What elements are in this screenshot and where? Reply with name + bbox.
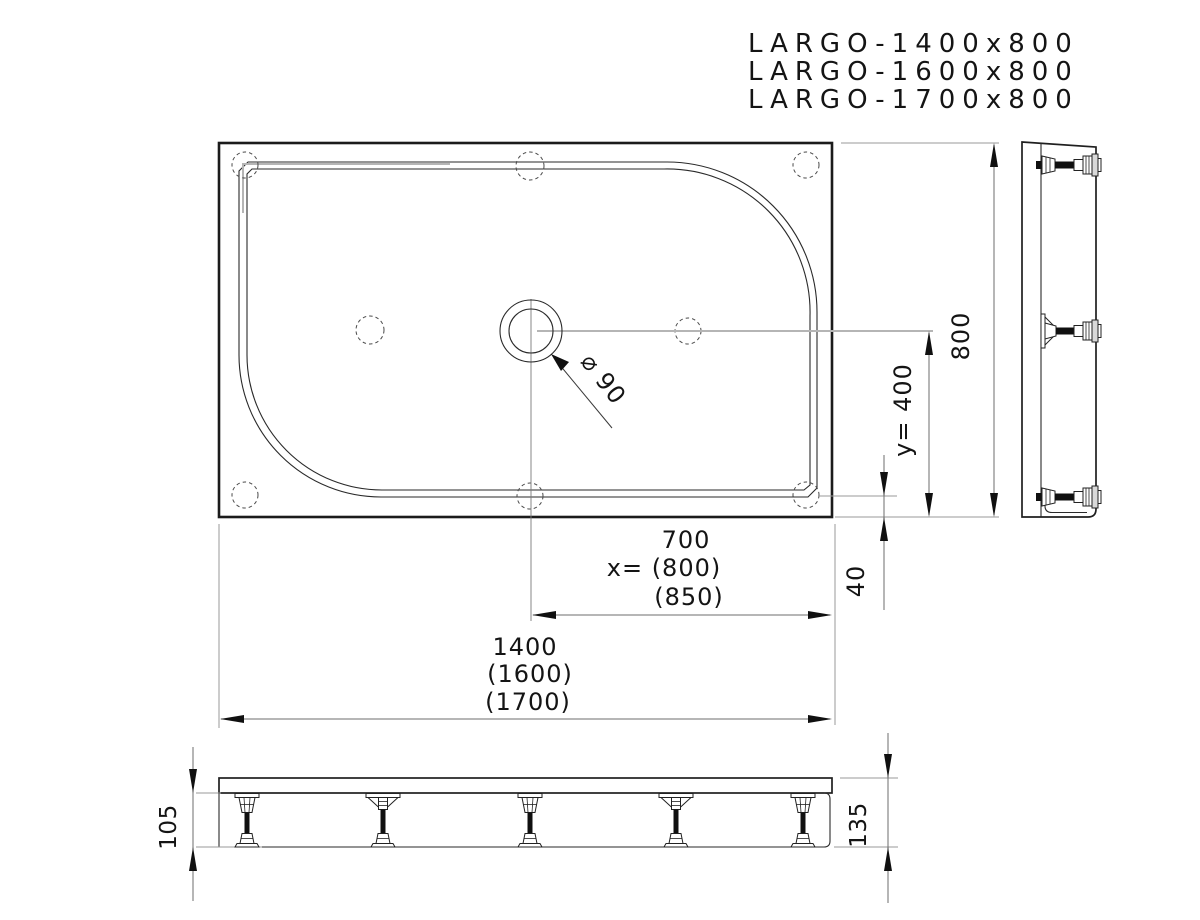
adjustable-foot-front-1: [234, 793, 260, 848]
width-alt1-label: (1600): [487, 660, 573, 688]
x-primary-label: 700: [662, 526, 711, 554]
drain-diameter-callout: ⌀ 90: [551, 348, 632, 429]
rim-offset-dimension-label: 40: [842, 565, 870, 598]
side-view-skirt-inner-line: [1044, 499, 1087, 514]
foot-circle-top-center: [515, 151, 545, 181]
rim-outline-outer: [238, 161, 818, 498]
adjustable-foot-front-4: [658, 793, 694, 848]
drain-outer-circle: [499, 299, 563, 363]
dimension-total-135: 135: [834, 733, 898, 903]
width-alt2-label: (1700): [485, 688, 571, 716]
leg-height-dimension-label: 105: [156, 804, 182, 849]
adjustable-foot-front-2: [365, 793, 401, 848]
model-name-3: LARGO-1700x800: [748, 85, 1079, 115]
x-alt2-label: (850): [654, 583, 724, 611]
tray-skirt: [218, 792, 831, 848]
foot-circle-bottom-left: [231, 481, 259, 509]
tray-slab: [218, 777, 833, 794]
bottom-view: [196, 777, 833, 848]
adjustable-foot-front-5: [790, 793, 816, 848]
y-offset-dimension-label: y= 400: [889, 363, 917, 457]
x-alt1-label: x= (800): [607, 554, 721, 582]
foot-position-circles: [231, 151, 820, 510]
depth-dimension-label: 800: [947, 312, 975, 361]
width-primary-label: 1400: [492, 633, 557, 661]
model-name-2: LARGO-1600x800: [748, 57, 1079, 87]
dimension-depth-800: 800: [835, 142, 999, 518]
foot-circle-bottom-right: [792, 481, 820, 509]
dimension-leg-105: 105: [156, 747, 221, 901]
foot-circle-bottom-center: [516, 482, 544, 510]
model-name-1: LARGO-1400x800: [748, 29, 1079, 59]
foot-circle-top-right: [792, 151, 820, 179]
rim-outline-inner: [246, 168, 811, 491]
dimension-rim-40: 40: [818, 455, 897, 610]
dimension-y-400: y= 400: [889, 331, 933, 517]
total-height-dimension-label: 135: [846, 802, 872, 847]
foot-circle-top-left: [231, 151, 259, 179]
leader-line: [553, 357, 613, 429]
drain-diameter-label: ⌀ 90: [575, 348, 632, 410]
drain-inner-circle: [508, 308, 554, 354]
dimension-width-1400: 1400 (1600) (1700): [218, 524, 832, 728]
top-view: ⌀ 90: [217, 141, 933, 621]
dimension-x-700: 700 x= (800) (850): [532, 524, 836, 725]
foot-circle-mid-left: [355, 315, 385, 345]
side-view: [1021, 141, 1102, 518]
adjustable-foot-front-3: [517, 793, 543, 848]
leader-arrowhead: [551, 354, 569, 371]
title-block: LARGO-1400x800 LARGO-1600x800 LARGO-1700…: [748, 29, 1079, 115]
